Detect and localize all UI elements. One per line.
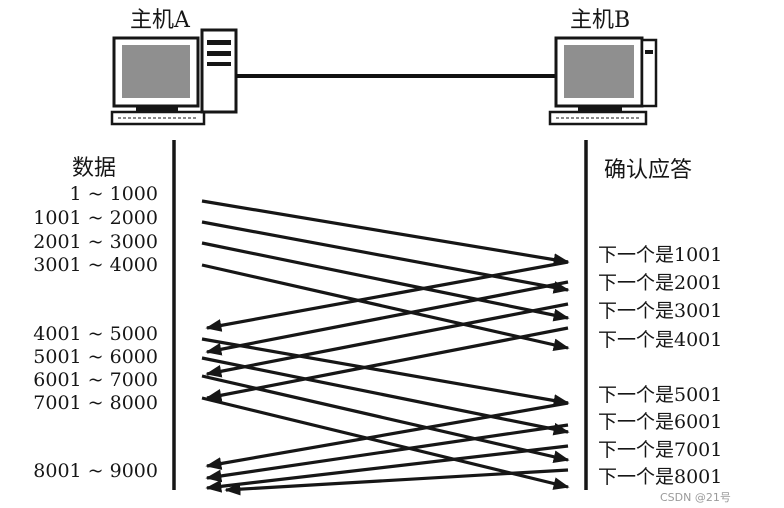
ack-label: 下一个是6001: [598, 411, 723, 433]
segment-label: 2001 ~ 3000: [33, 231, 158, 253]
ack-arrow: [205, 260, 569, 332]
segment-label: 6001 ~ 7000: [33, 369, 158, 391]
data-segment-arrow: [201, 241, 570, 322]
ack-label: 下一个是8001: [598, 466, 723, 488]
data-segment-arrow: [201, 199, 570, 266]
watermark: CSDN @21号: [660, 491, 731, 504]
ack-label: 下一个是4001: [598, 329, 723, 351]
ack-arrow: [224, 468, 569, 496]
segment-label: 4001 ~ 5000: [33, 323, 158, 345]
segment-label: 1 ~ 1000: [69, 183, 158, 205]
segment-label: 5001 ~ 6000: [33, 346, 158, 368]
data-segment-arrow: [201, 337, 570, 407]
ack-arrow: [205, 423, 569, 483]
data-segment-arrow: [201, 374, 570, 464]
ack-label: 下一个是2001: [598, 272, 723, 294]
data-segment-arrow: [201, 356, 570, 436]
host-a-label: 主机A: [130, 8, 190, 33]
segment-label: 7001 ~ 8000: [33, 392, 158, 414]
data-segment-arrow: [201, 220, 570, 294]
data-column-header: 数据: [72, 156, 117, 181]
segment-label: 8001 ~ 9000: [33, 460, 158, 482]
ack-label: 下一个是7001: [598, 439, 723, 461]
data-segment-arrow: [201, 263, 570, 352]
host-a-computer-icon: [110, 28, 238, 126]
arrows-group: [201, 199, 570, 496]
host-b-label: 主机B: [570, 8, 631, 33]
ack-label: 下一个是3001: [598, 300, 723, 322]
ack-label: 下一个是1001: [598, 244, 723, 266]
ack-arrow: [205, 444, 569, 493]
ack-column-header: 确认应答: [604, 158, 693, 183]
host-b-computer-icon: [548, 36, 658, 126]
ack-arrow: [205, 280, 569, 356]
segment-label: 3001 ~ 4000: [33, 254, 158, 276]
ack-arrow: [205, 401, 569, 470]
ack-label: 下一个是5001: [598, 384, 723, 406]
ack-arrow: [205, 326, 569, 402]
segment-label: 1001 ~ 2000: [33, 207, 158, 229]
ack-arrow: [205, 302, 569, 378]
